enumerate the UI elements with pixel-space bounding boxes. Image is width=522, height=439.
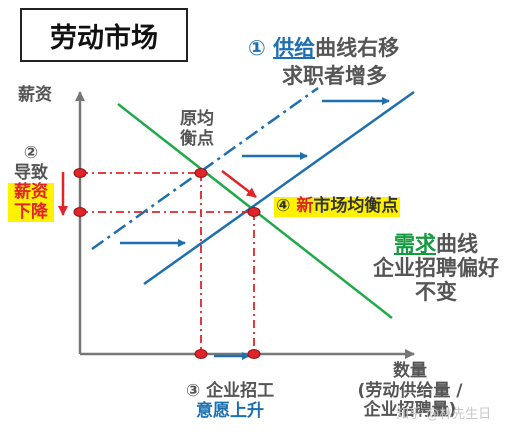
new-equilibrium-text: 市场均衡点 bbox=[313, 196, 399, 216]
hiring-line2: 意愿上升 bbox=[196, 400, 264, 421]
wage-drop-line3: 下降 bbox=[8, 202, 54, 223]
supply-shift-text: 曲线右移 bbox=[315, 36, 400, 60]
new-equilibrium-label: ④ 新市场均衡点 bbox=[274, 196, 401, 217]
demand-line3: 不变 bbox=[415, 280, 457, 305]
original-equilibrium-label: 原均 衡点 bbox=[180, 109, 214, 149]
demand-line2: 企业招聘偏好 bbox=[373, 256, 499, 281]
equilibrium-move-arrow bbox=[221, 170, 257, 198]
diagram-title: 劳动市场 bbox=[20, 8, 188, 62]
point-original-wage bbox=[73, 168, 87, 178]
new-supply-curve bbox=[143, 90, 415, 286]
point-new-quantity bbox=[247, 349, 261, 359]
hiring-line1-text: 企业招工 bbox=[206, 381, 275, 401]
supply-shift-annotation: ① 供给曲线右移 bbox=[248, 36, 399, 60]
supply-shift-detail: 求职者增多 bbox=[282, 64, 387, 88]
new-keyword: 新 bbox=[296, 196, 314, 216]
demand-curve-text: 曲线 bbox=[436, 232, 478, 256]
x-axis-label-line3: 企业招聘量) bbox=[363, 400, 457, 421]
hiring-line1: ③ 企业招工 bbox=[174, 381, 286, 402]
x-axis-label-line1: 数量 bbox=[393, 361, 427, 381]
original-equilibrium-line1: 原均 bbox=[180, 109, 214, 129]
x-axis-label-line2: (劳动供给量 / bbox=[357, 380, 463, 401]
supply-keyword: 供给 bbox=[273, 36, 316, 60]
marker-1: ① bbox=[248, 36, 266, 60]
demand-line1: 需求曲线 bbox=[356, 232, 516, 256]
demand-annotation: 需求曲线 企业招聘偏好 不变 bbox=[356, 232, 516, 304]
point-original-quantity bbox=[194, 349, 208, 359]
watermark: 知乎 @林先生日 bbox=[396, 407, 492, 422]
demand-keyword: 需求 bbox=[394, 232, 436, 256]
marker-2: ② bbox=[23, 143, 39, 163]
marker-3: ③ bbox=[185, 381, 201, 401]
marker-4: ④ bbox=[276, 196, 291, 216]
wage-drop-line1: 导致 bbox=[14, 162, 48, 183]
y-axis-label: 薪资 bbox=[18, 85, 52, 105]
hiring-annotation: ③ 企业招工 意愿上升 bbox=[174, 381, 286, 421]
original-supply-curve bbox=[91, 86, 319, 251]
point-original-equilibrium bbox=[194, 168, 208, 178]
point-new-wage bbox=[73, 207, 87, 217]
original-equilibrium-line2: 衡点 bbox=[180, 128, 214, 149]
wage-drop-annotation: ② 导致 薪资 下降 bbox=[8, 143, 54, 223]
point-new-equilibrium bbox=[247, 207, 261, 217]
x-axis-label: 数量 (劳动供给量 / 企业招聘量) bbox=[340, 361, 480, 421]
wage-drop-line2: 薪资 bbox=[8, 183, 54, 203]
